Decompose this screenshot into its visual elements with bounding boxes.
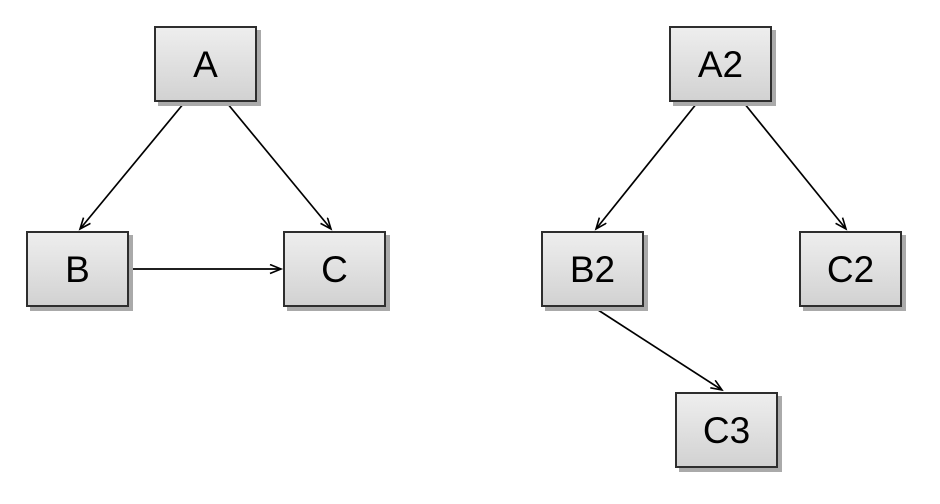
node-C3-label: C3 <box>702 409 751 451</box>
node-C[interactable]: C <box>283 231 386 307</box>
node-B2-label: B2 <box>569 248 616 290</box>
node-A2-label: A2 <box>697 43 744 85</box>
node-C3[interactable]: C3 <box>675 392 778 468</box>
node-B-label: B <box>65 248 90 290</box>
edge-A2-B2[interactable] <box>596 102 698 229</box>
edge-B2-C3[interactable] <box>594 307 722 390</box>
edge-A-B[interactable] <box>80 102 185 229</box>
node-B[interactable]: B <box>26 231 129 307</box>
node-A-label: A <box>193 43 218 85</box>
node-C2[interactable]: C2 <box>799 231 902 307</box>
node-C-label: C <box>321 248 348 290</box>
node-B2[interactable]: B2 <box>541 231 644 307</box>
edge-A2-C2[interactable] <box>743 102 846 229</box>
node-A[interactable]: A <box>154 26 257 102</box>
edge-A-C[interactable] <box>226 102 331 229</box>
node-A2[interactable]: A2 <box>669 26 772 102</box>
node-C2-label: C2 <box>826 248 875 290</box>
